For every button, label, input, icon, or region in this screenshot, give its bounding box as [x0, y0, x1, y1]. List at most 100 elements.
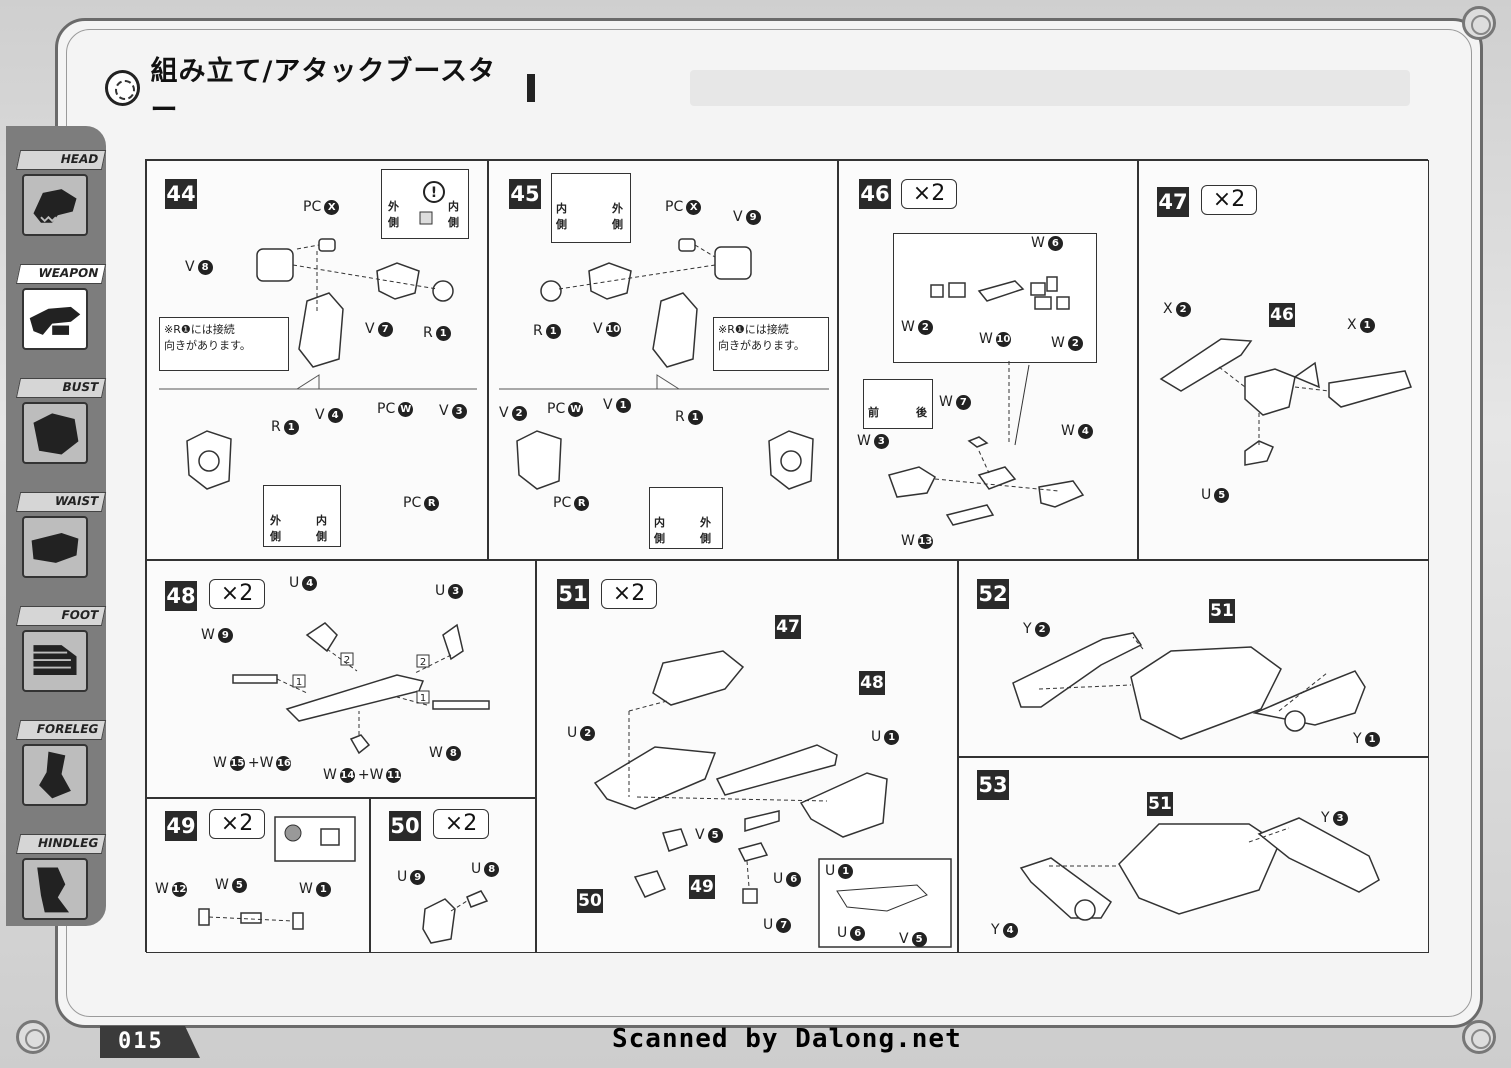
step-number: 46	[859, 179, 891, 209]
foot-icon	[22, 630, 88, 692]
outer-side-label: 外 側	[612, 202, 623, 231]
quantity-badge: ×2	[1201, 185, 1257, 215]
corner-rivet-icon	[16, 1020, 50, 1054]
bleed-through-title	[690, 70, 1410, 106]
head-icon	[22, 174, 88, 236]
step-50-drawing	[422, 890, 489, 944]
quantity-badge: ×2	[601, 579, 657, 609]
nav-item-foot[interactable]: FOOT	[12, 606, 107, 706]
inner-side-label: 内 側	[316, 514, 327, 543]
corner-rivet-icon	[1462, 1020, 1496, 1054]
nav-item-weapon[interactable]: WEAPON	[12, 264, 107, 364]
step-53-drawing	[1019, 817, 1380, 921]
nav-item-hindleg[interactable]: HINDLEG	[12, 834, 107, 934]
step-number: 51	[557, 579, 589, 609]
scan-credit: Scanned by Dalong.net	[612, 1024, 962, 1054]
assembly-reference: 51	[1147, 792, 1173, 816]
step-number: 52	[977, 579, 1009, 609]
step-number: 50	[389, 811, 421, 841]
nav-label: HINDLEG	[15, 834, 107, 854]
waist-icon	[22, 516, 88, 578]
orientation-note: ! 外 側 内 側	[381, 169, 469, 239]
assembly-reference: 47	[775, 615, 801, 639]
nav-label: WEAPON	[15, 264, 107, 284]
svg-text:2: 2	[420, 657, 426, 668]
nav-label: FOOT	[15, 606, 107, 626]
svg-text:1: 1	[420, 693, 426, 704]
assembly-reference: 51	[1209, 599, 1235, 623]
weapon-icon	[22, 288, 88, 350]
bust-icon	[22, 402, 88, 464]
outer-side-label: 外 側	[700, 516, 711, 545]
inner-side-label: 内 側	[654, 516, 665, 545]
orientation-note: 内 側 外 側	[649, 487, 723, 549]
inner-side-label: 内 側	[556, 202, 567, 231]
orientation-note: 内 側 外 側	[551, 173, 631, 243]
quantity-badge: ×2	[433, 809, 489, 839]
nav-item-bust[interactable]: BUST	[12, 378, 107, 478]
step-49-drawing	[198, 816, 356, 930]
nav-item-head[interactable]: HEAD	[12, 150, 107, 250]
step-number: 44	[165, 179, 197, 209]
corner-rivet-icon	[1462, 6, 1496, 40]
outer-side-label: 外 側	[270, 514, 281, 543]
front-label: 前	[868, 406, 879, 419]
page-title: 組み立て/アタックブースター	[150, 56, 496, 126]
step-46-drawing	[888, 276, 1085, 526]
step-number: 49	[165, 811, 197, 841]
nav-item-foreleg[interactable]: FORELEG	[12, 720, 107, 820]
section-header: 組み立て/アタックブースター	[105, 56, 535, 126]
step-number: 45	[509, 179, 541, 209]
svg-text:1: 1	[296, 677, 302, 688]
assembly-reference: 50	[577, 889, 603, 913]
step-51-drawing	[593, 650, 952, 948]
direction-note: 前 後	[863, 379, 933, 429]
nav-item-waist[interactable]: WAIST	[12, 492, 107, 592]
foreleg-icon	[22, 744, 88, 806]
assembly-reference: 48	[859, 671, 885, 695]
note-text: ※R❶には接続 向きがあります。	[164, 323, 251, 352]
note-text: ※R❶には接続 向きがあります。	[718, 323, 805, 352]
inner-side-label: 内 側	[448, 200, 459, 229]
